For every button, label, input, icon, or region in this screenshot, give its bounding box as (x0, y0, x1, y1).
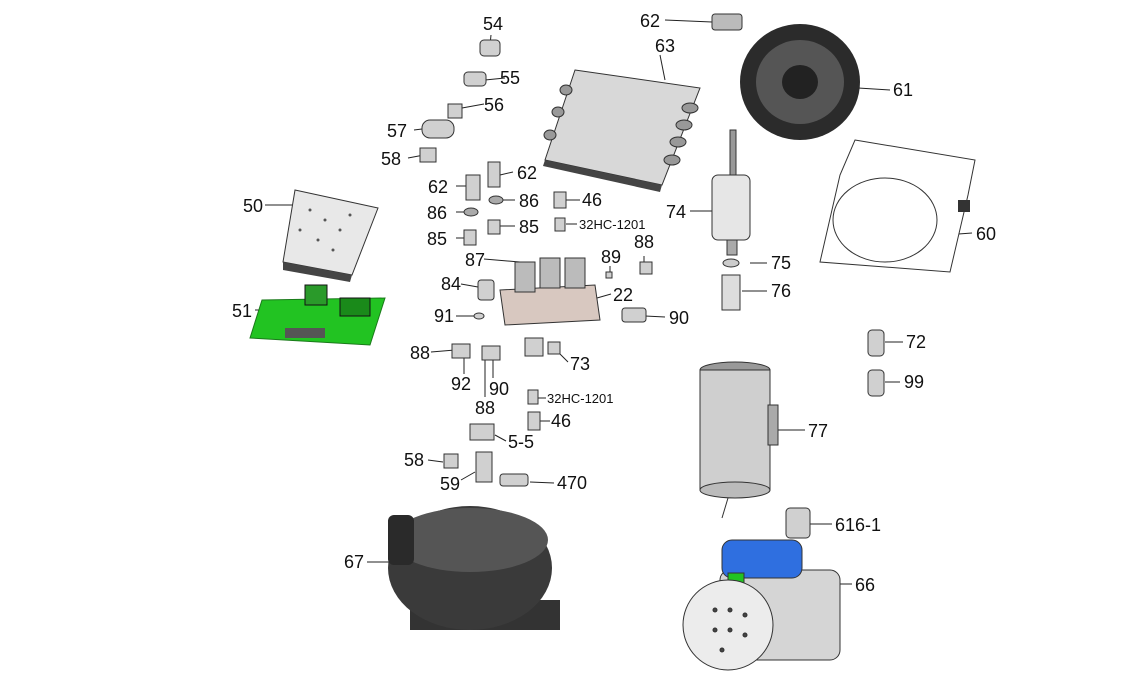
callout-85: 85 (427, 229, 448, 249)
callout-32hc-1201: 32HC-1201 (547, 391, 614, 406)
callout-46: 46 (582, 190, 603, 210)
callout-54: 54 (483, 14, 504, 34)
callout-86: 86 (519, 191, 540, 211)
callout-32hc-1201: 32HC-1201 (579, 217, 646, 232)
callout-73: 73 (570, 354, 591, 374)
callout-90: 90 (489, 379, 510, 399)
callout-92: 92 (451, 374, 472, 394)
callout-74: 74 (666, 202, 687, 222)
callout-99: 99 (904, 372, 925, 392)
callout-88: 88 (475, 398, 496, 418)
callout-77: 77 (808, 421, 829, 441)
bracket-60 (819, 139, 976, 273)
callout-91: 91 (434, 306, 455, 326)
fitting-62-top (711, 13, 743, 31)
callout-55: 55 (500, 68, 521, 88)
callout-88: 88 (634, 232, 655, 252)
fan-61 (740, 24, 860, 140)
callout-58: 58 (381, 149, 402, 169)
callout-66: 66 (855, 575, 876, 595)
callout-72: 72 (906, 332, 927, 352)
callout-616-1: 616-1 (835, 515, 882, 535)
tank-77 (699, 361, 779, 519)
callout-62: 62 (428, 177, 449, 197)
filter-drier-74 (711, 129, 751, 311)
callout-470: 470 (557, 473, 588, 493)
callout-46: 46 (551, 411, 572, 431)
callout-89: 89 (601, 247, 622, 267)
callout-60: 60 (976, 224, 997, 244)
callout-57: 57 (387, 121, 408, 141)
callout-90: 90 (669, 308, 690, 328)
condenser-63 (543, 69, 701, 192)
callout-85: 85 (519, 217, 540, 237)
callout-5-5: 5-5 (508, 432, 535, 452)
callout-67: 67 (344, 552, 365, 572)
callout-50: 50 (243, 196, 264, 216)
callout-86: 86 (427, 203, 448, 223)
callout-61: 61 (893, 80, 914, 100)
callout-62: 62 (517, 163, 538, 183)
fittings (419, 39, 885, 539)
callout-56: 56 (484, 95, 505, 115)
callout-88: 88 (410, 343, 431, 363)
control-board-51 (249, 284, 386, 346)
callout-63: 63 (655, 36, 676, 56)
callout-51: 51 (232, 301, 253, 321)
power-supply-50 (282, 189, 379, 282)
callout-22: 22 (613, 285, 634, 305)
callout-62: 62 (640, 11, 661, 31)
callout-87: 87 (465, 250, 486, 270)
vacuum-pump-66 (682, 539, 841, 671)
callout-76: 76 (771, 281, 792, 301)
callout-84: 84 (441, 274, 462, 294)
callout-75: 75 (771, 253, 792, 273)
callout-59: 59 (440, 474, 461, 494)
callout-58: 58 (404, 450, 425, 470)
solenoid-manifold-22 (499, 257, 601, 326)
compressor-67 (388, 506, 560, 630)
